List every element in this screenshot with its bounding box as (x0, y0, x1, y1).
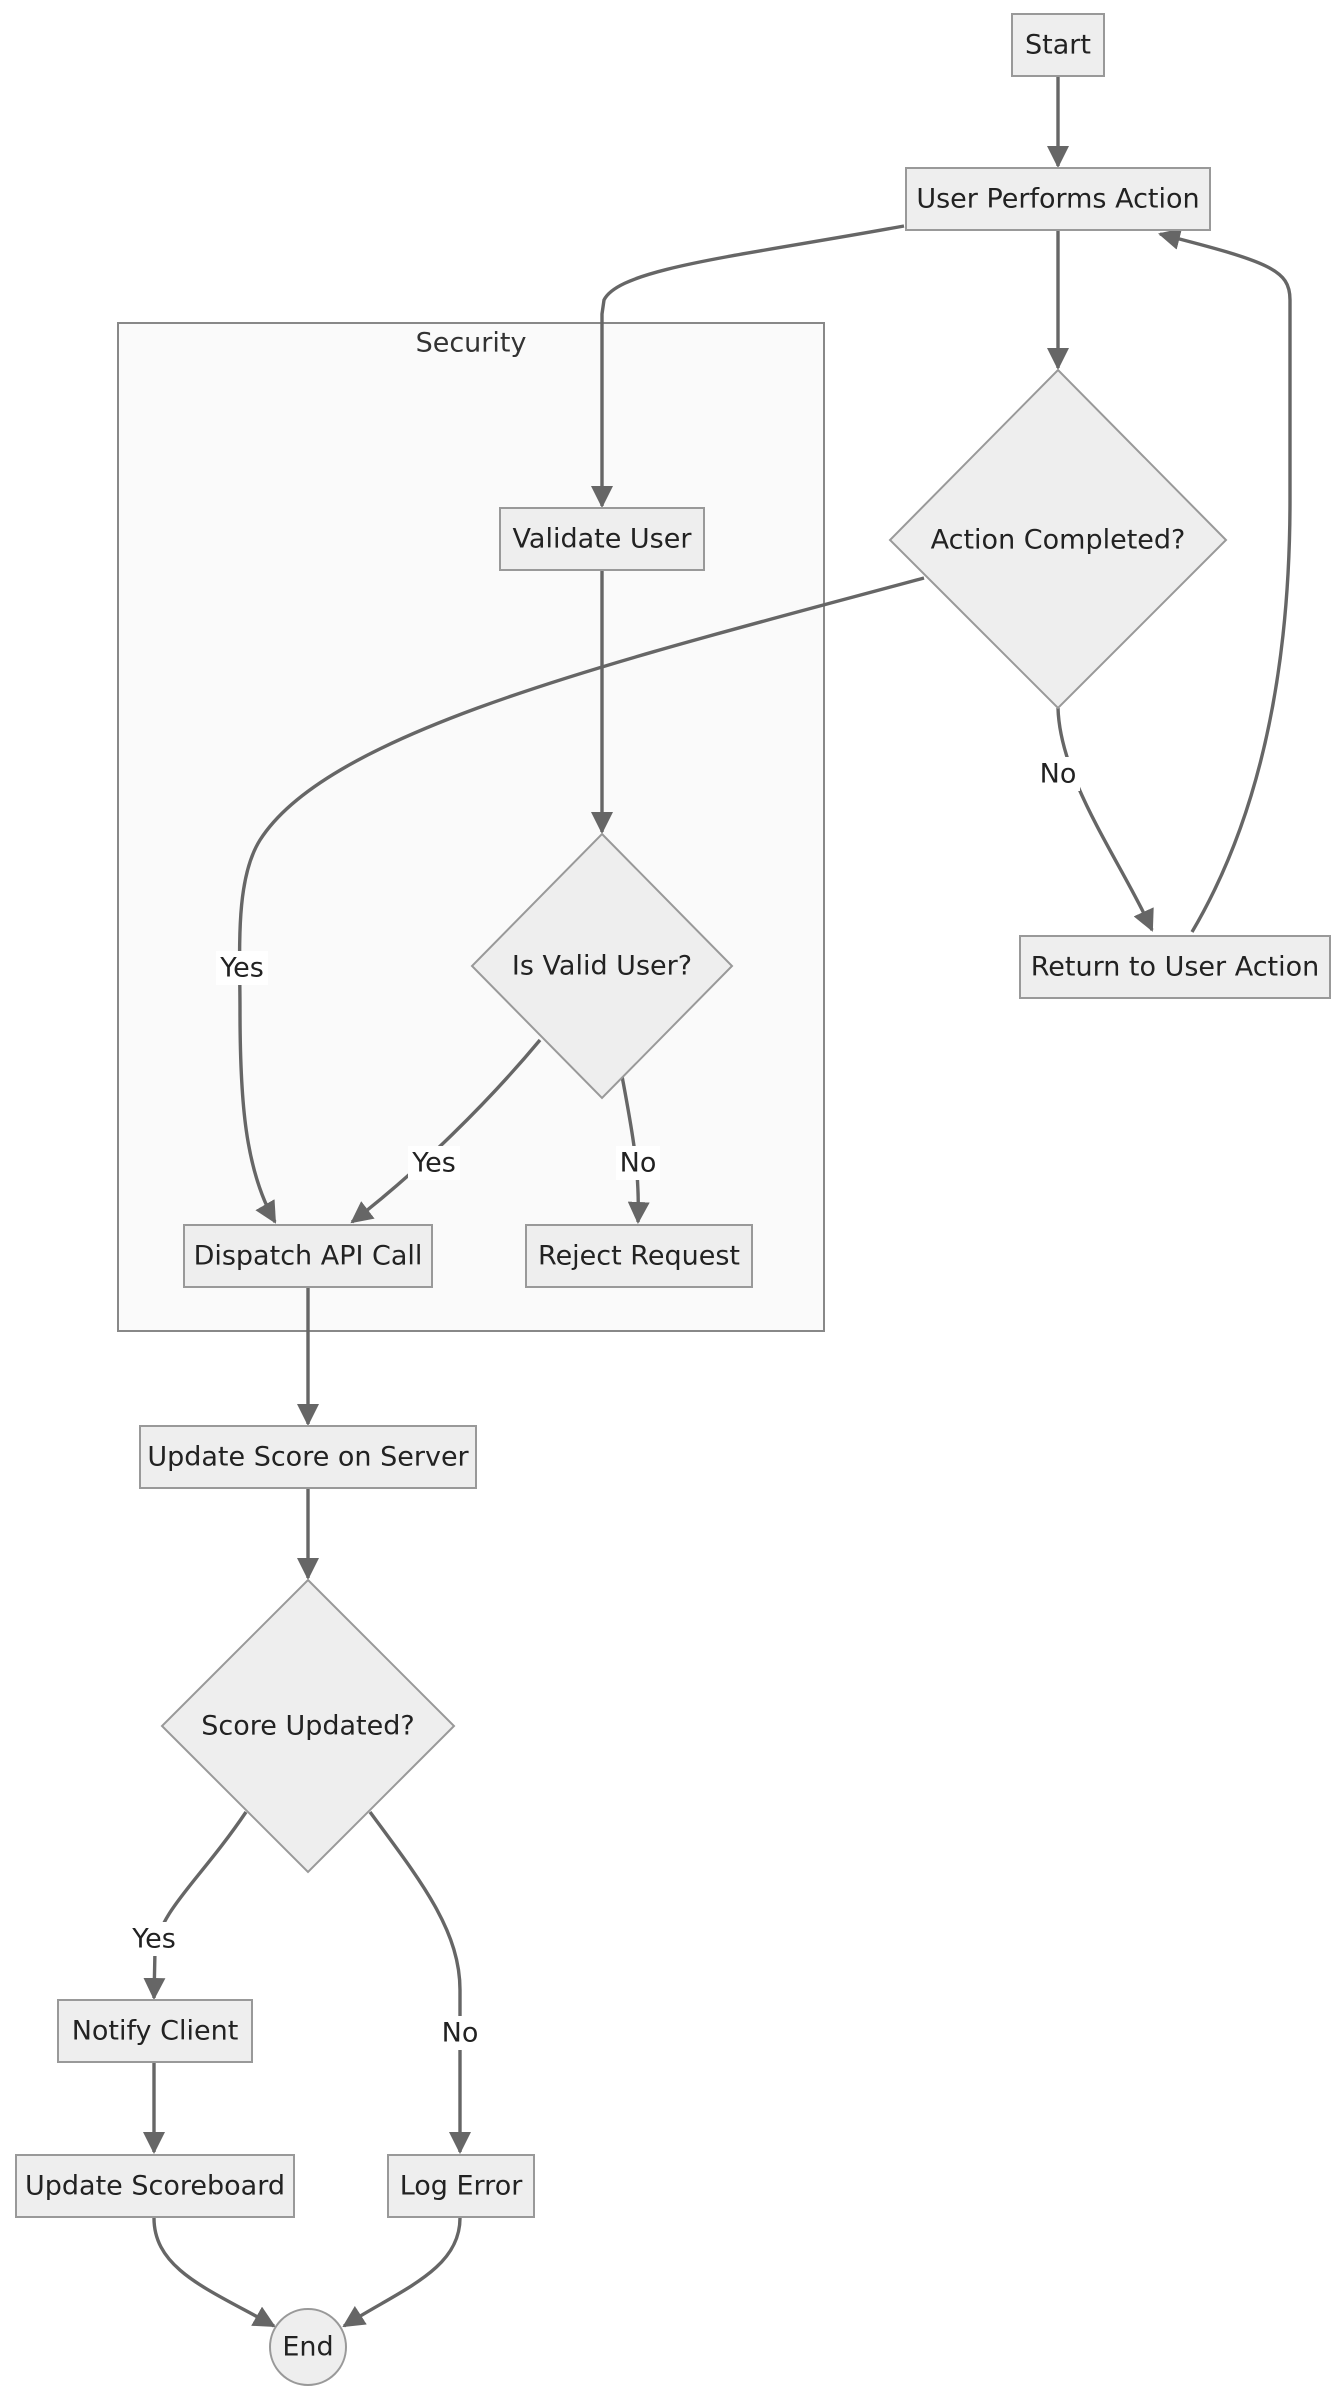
node-action-completed-label: Action Completed? (931, 525, 1186, 556)
node-notify-client: Notify Client (57, 1999, 253, 2063)
edge-log-error-to-end (342, 2217, 462, 2328)
security-cluster-label: Security (416, 328, 527, 359)
node-score-updated-label: Score Updated? (201, 1711, 414, 1742)
node-update-score-on-server: Update Score on Server (139, 1425, 477, 1489)
node-dispatch-api-call: Dispatch API Call (183, 1224, 433, 1288)
node-end-label: End (282, 2332, 333, 2363)
node-update-scoreboard: Update Scoreboard (15, 2154, 295, 2218)
edge-labels: No Yes Yes No Yes No (128, 757, 1080, 2050)
node-start-label: Start (1025, 30, 1091, 61)
node-log-error: Log Error (387, 2154, 535, 2218)
node-validate-user: Validate User (499, 507, 705, 571)
edges (143, 76, 1292, 2328)
edge-return-to-user-action-loop (1158, 228, 1292, 933)
nodes: Start User Performs Action Validate User… (15, 13, 1331, 2386)
edge-label-is-valid-user-yes: Yes (411, 1148, 456, 1179)
edge-action-completed-yes (237, 576, 925, 1224)
node-update-scoreboard-label: Update Scoreboard (25, 2171, 285, 2202)
node-is-valid-user: Is Valid User? (470, 832, 734, 1100)
node-reject-request: Reject Request (525, 1224, 753, 1288)
edge-label-action-completed-yes: Yes (219, 953, 264, 984)
node-log-error-label: Log Error (400, 2171, 524, 2202)
edge-score-updated-no (368, 1810, 471, 2154)
edge-label-action-completed-no: No (1040, 759, 1077, 790)
edge-score-updated-yes (143, 1811, 248, 2000)
edge-scoreboard-to-end (152, 2217, 276, 2328)
node-start: Start (1011, 13, 1105, 77)
node-dispatch-api-call-label: Dispatch API Call (194, 1241, 423, 1272)
node-end: End (269, 2308, 347, 2386)
node-notify-client-label: Notify Client (72, 2016, 239, 2047)
edge-label-score-updated-no: No (442, 2018, 479, 2049)
node-score-updated: Score Updated? (160, 1578, 456, 1874)
edge-user-action-to-validate-user (591, 224, 905, 508)
node-return-to-user-action: Return to User Action (1019, 935, 1331, 999)
node-action-completed: Action Completed? (888, 368, 1228, 710)
node-user-performs-action-label: User Performs Action (916, 184, 1199, 215)
node-update-score-on-server-label: Update Score on Server (147, 1442, 469, 1473)
edge-is-valid-user-yes (350, 1038, 542, 1224)
node-is-valid-user-label: Is Valid User? (512, 951, 692, 982)
edge-label-is-valid-user-no: No (620, 1148, 657, 1179)
node-validate-user-label: Validate User (513, 524, 693, 555)
security-cluster: Security (117, 322, 825, 1332)
node-reject-request-label: Reject Request (538, 1241, 740, 1272)
node-return-to-user-action-label: Return to User Action (1031, 952, 1320, 983)
edge-action-completed-no (1056, 707, 1154, 932)
node-user-performs-action: User Performs Action (905, 167, 1211, 231)
edge-label-score-updated-yes: Yes (131, 1924, 176, 1955)
